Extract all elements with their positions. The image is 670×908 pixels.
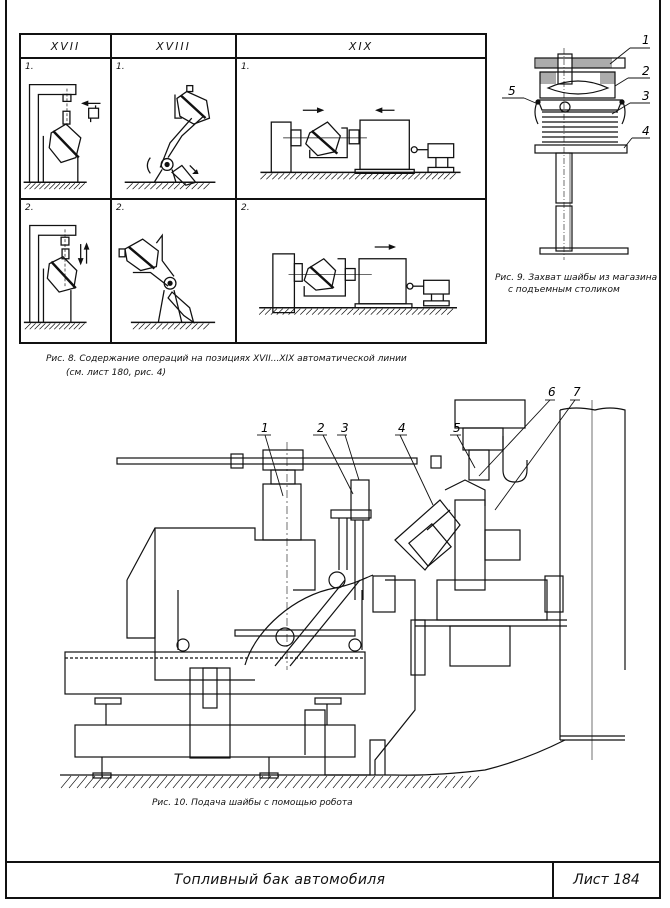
callout-2: 2: [317, 421, 325, 435]
callout-1: 1: [261, 421, 269, 435]
column-header-xvii: XVII: [19, 33, 112, 59]
rotary-tilter-illustration: [124, 84, 216, 190]
callout-3: 3: [642, 89, 650, 103]
table-row-step-2: 2.: [19, 198, 487, 344]
document-title: Топливный бак автомобиля: [173, 872, 386, 888]
step-number: 1.: [241, 62, 250, 72]
figure-9-caption: Рис. 9. Захват шайбы из магазина: [495, 273, 658, 283]
operations-table: XVII XVIII XIX 1.: [19, 33, 487, 344]
figure-8-caption: Рис. 8. Содержание операций на позициях …: [46, 354, 407, 364]
callout-1: 1: [642, 33, 650, 47]
callout-5: 5: [508, 84, 516, 98]
callout-2: 2: [642, 64, 650, 78]
step-number: 1.: [116, 62, 125, 72]
frame-border-right: [659, 0, 661, 899]
title-block-border: [5, 861, 661, 863]
table-row-step-1: 1.: [19, 57, 487, 200]
step-number: 2.: [116, 203, 125, 213]
press-station-illustration: [23, 224, 90, 330]
welding-station-illustration: [260, 107, 461, 180]
table-header-row: XVII XVIII XIX: [19, 33, 487, 59]
callout-6: 6: [548, 385, 556, 399]
cell-xviii-step1: 1.: [110, 57, 237, 200]
step-number: 2.: [241, 203, 250, 213]
figure-9-caption-line2: с подъемным столиком: [508, 285, 620, 295]
title-block-divider: [552, 861, 554, 898]
cell-xvii-step1: 1.: [19, 57, 112, 200]
column-header-xix: XIX: [235, 33, 487, 59]
cell-xix-step1: 1.: [235, 57, 487, 200]
callout-3: 3: [341, 421, 349, 435]
cell-xvii-step2: 2.: [19, 198, 112, 344]
welding-station-illustration: [258, 244, 457, 315]
press-station-illustration: [23, 83, 101, 190]
step-number: 2.: [25, 203, 34, 213]
robot-feed-assembly-drawing: 1 2 3 4 5 6 7: [60, 385, 626, 789]
callout-4: 4: [398, 421, 406, 435]
callout-4: 4: [642, 124, 650, 138]
cell-xix-step2: 2.: [235, 198, 487, 344]
rotary-tilter-illustration: [118, 233, 216, 330]
frame-border-bottom: [5, 897, 661, 899]
column-header-xviii: XVIII: [110, 33, 237, 59]
cell-xviii-step2: 2.: [110, 198, 237, 344]
callout-7: 7: [573, 385, 581, 399]
washer-gripper-drawing: 1 2 3 4 5: [502, 33, 650, 260]
callout-5: 5: [453, 421, 461, 435]
figure-10-caption: Рис. 10. Подача шайбы с помощью робота: [152, 798, 353, 808]
frame-border-left: [5, 0, 7, 899]
figure-8-caption-reference: (см. лист 180, рис. 4): [66, 368, 166, 378]
step-number: 1.: [25, 62, 34, 72]
sheet-number: Лист 184: [573, 872, 640, 888]
